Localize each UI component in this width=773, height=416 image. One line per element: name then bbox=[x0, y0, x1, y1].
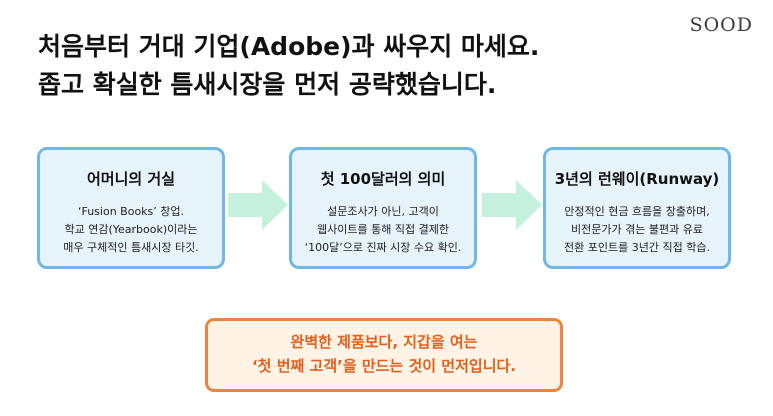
step-box-1: 어머니의 거실 ‘Fusion Books’ 창업. 학교 연감(Yearboo… bbox=[37, 147, 225, 269]
step-3-body-line-1: 안정적인 현금 흐름을 창출하며, bbox=[564, 205, 710, 218]
summary-line-1: 완벽한 제품보다, 지갑을 여는 bbox=[290, 333, 478, 351]
summary-line-2: ‘첫 번째 고객’을 만드는 것이 먼저입니다. bbox=[251, 357, 516, 375]
brand-logo: SOOD bbox=[689, 14, 753, 36]
step-3-body-line-2: 비전문가가 겪는 불편과 유료 bbox=[571, 223, 703, 236]
step-2-title: 첫 100달러의 의미 bbox=[320, 170, 446, 188]
step-1-body-line-1: ‘Fusion Books’ 창업. bbox=[77, 205, 185, 218]
step-1-title: 어머니의 거실 bbox=[86, 170, 176, 188]
step-2-body: 설문조사가 아닌, 고객이 웹사이트를 통해 직접 결제한 ‘100달’으로 진… bbox=[292, 203, 474, 257]
step-1-body: ‘Fusion Books’ 창업. 학교 연감(Yearbook)이라는 매우… bbox=[40, 203, 222, 257]
step-box-3: 3년의 런웨이(Runway) 안정적인 현금 흐름을 창출하며, 비전문가가 … bbox=[543, 147, 731, 269]
step-3-title: 3년의 런웨이(Runway) bbox=[554, 170, 720, 188]
headline: 처음부터 거대 기업(Adobe)과 싸우지 마세요. 좁고 확실한 틈새시장을… bbox=[38, 28, 678, 104]
summary-box: 완벽한 제품보다, 지갑을 여는 ‘첫 번째 고객’을 만드는 것이 먼저입니다… bbox=[205, 318, 563, 392]
headline-line-2: 좁고 확실한 틈새시장을 먼저 공략했습니다. bbox=[38, 70, 497, 99]
step-2-body-line-2: 웹사이트를 통해 직접 결제한 bbox=[317, 223, 449, 236]
step-3-body-line-3: 전환 포인트를 3년간 직접 학습. bbox=[564, 241, 710, 254]
arrow-right-icon bbox=[228, 180, 288, 230]
headline-line-1: 처음부터 거대 기업(Adobe)과 싸우지 마세요. bbox=[38, 32, 540, 61]
step-2-body-line-1: 설문조사가 아닌, 고객이 bbox=[327, 205, 439, 218]
step-1-body-line-3: 매우 구체적인 틈새시장 타깃. bbox=[63, 241, 199, 254]
step-3-body: 안정적인 현금 흐름을 창출하며, 비전문가가 겪는 불편과 유료 전환 포인트… bbox=[546, 203, 728, 257]
step-1-body-line-2: 학교 연감(Yearbook)이라는 bbox=[64, 223, 198, 236]
step-2-body-line-3: ‘100달’으로 진짜 시장 수요 확인. bbox=[304, 241, 462, 254]
arrow-right-icon bbox=[482, 180, 542, 230]
step-box-2: 첫 100달러의 의미 설문조사가 아닌, 고객이 웹사이트를 통해 직접 결제… bbox=[289, 147, 477, 269]
